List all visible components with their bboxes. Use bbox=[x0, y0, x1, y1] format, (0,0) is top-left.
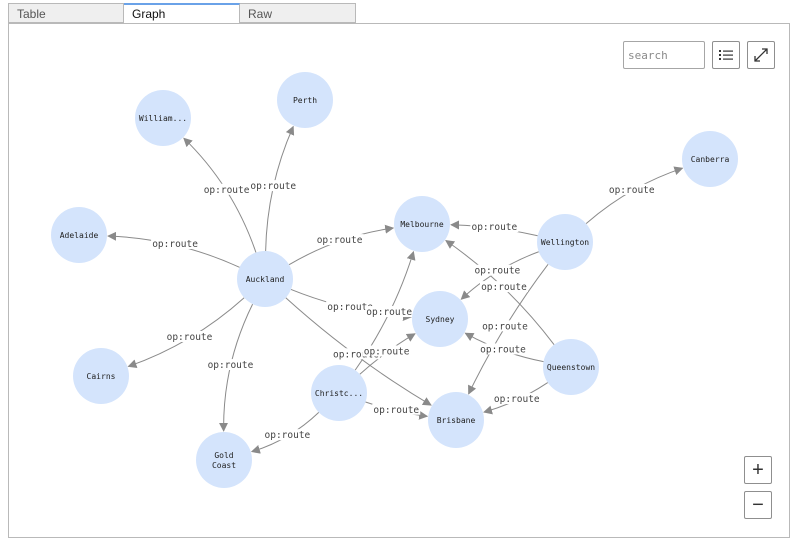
node-circle[interactable] bbox=[135, 90, 191, 146]
node-circle[interactable] bbox=[537, 214, 593, 270]
edge-label-background bbox=[151, 238, 200, 250]
node-label: Christc... bbox=[315, 389, 363, 398]
edge-label-background bbox=[331, 348, 380, 360]
node-label: Auckland bbox=[246, 275, 285, 284]
edge-label: op:route bbox=[333, 349, 379, 360]
node-label: Brisbane bbox=[437, 416, 476, 425]
node-circle[interactable] bbox=[237, 251, 293, 307]
graph-node-brisbane[interactable]: Brisbane bbox=[428, 392, 484, 448]
graph-node-christchurch[interactable]: Christc... bbox=[311, 365, 367, 421]
edge-label: op:route bbox=[364, 346, 410, 357]
edge-label: op:route bbox=[475, 266, 521, 277]
edge-label-background bbox=[206, 359, 255, 371]
edge-label-background bbox=[362, 345, 411, 357]
edge-label: op:route bbox=[152, 239, 198, 250]
node-circle[interactable] bbox=[428, 392, 484, 448]
edge-label-background bbox=[365, 306, 414, 318]
search-input[interactable] bbox=[623, 41, 705, 69]
zoom-out-button[interactable]: − bbox=[744, 491, 772, 519]
edge-label-background bbox=[473, 264, 522, 276]
edge-label-background bbox=[315, 234, 364, 246]
node-label: Sydney bbox=[426, 315, 455, 324]
tab-raw[interactable]: Raw bbox=[240, 3, 356, 23]
node-label: William... bbox=[139, 114, 187, 123]
edge-label: op:route bbox=[265, 430, 311, 441]
fullscreen-button[interactable] bbox=[747, 41, 775, 69]
tab-graph[interactable]: Graph bbox=[124, 3, 240, 24]
graph-nodes: Auckland William... PerthAdelaideCairnsGol… bbox=[51, 72, 738, 488]
list-icon bbox=[719, 50, 733, 60]
node-circle[interactable] bbox=[543, 339, 599, 395]
edge-label-background bbox=[263, 429, 312, 441]
graph-node-sydney[interactable]: Sydney bbox=[412, 291, 468, 347]
edge-label: op:route bbox=[327, 302, 373, 313]
edge-label: op:route bbox=[250, 181, 296, 192]
node-label: Wellington bbox=[541, 238, 589, 247]
edge-label-background bbox=[607, 183, 656, 195]
edge-label: op:route bbox=[482, 321, 528, 332]
tab-bar: Table Graph Raw bbox=[8, 3, 356, 24]
node-label: Melbourne bbox=[400, 220, 444, 229]
edge-label-background bbox=[480, 320, 529, 332]
edge-label: op:route bbox=[204, 185, 250, 196]
edge-label-background bbox=[492, 393, 541, 405]
edge-label-background bbox=[165, 330, 214, 342]
edge-label: op:route bbox=[366, 307, 412, 318]
node-circle[interactable] bbox=[412, 291, 468, 347]
graph-node-melbourne[interactable]: Melbourne bbox=[394, 196, 450, 252]
node-circle[interactable] bbox=[394, 196, 450, 252]
edge-label-background bbox=[326, 301, 375, 313]
edge-label-background bbox=[479, 281, 528, 293]
edge-label-background bbox=[372, 403, 421, 415]
tab-table[interactable]: Table bbox=[8, 3, 124, 23]
graph-node-queenstown[interactable]: Queenstown bbox=[543, 339, 599, 395]
edge-label: op:route bbox=[167, 332, 213, 343]
graph-node-adelaide[interactable]: Adelaide bbox=[51, 207, 107, 263]
zoom-in-button[interactable]: + bbox=[744, 456, 772, 484]
edge-label-background bbox=[249, 180, 298, 192]
node-circle[interactable] bbox=[277, 72, 333, 128]
edge-label: op:route bbox=[480, 344, 526, 355]
edge-label: op:route bbox=[317, 235, 363, 246]
graph-node-canberra[interactable]: Canberra bbox=[682, 131, 738, 187]
edge-label: op:route bbox=[373, 405, 419, 416]
graph-node-perth[interactable]: Perth bbox=[277, 72, 333, 128]
node-label: Adelaide bbox=[60, 231, 99, 240]
edge-label: op:route bbox=[494, 394, 540, 405]
graph-edge[interactable] bbox=[288, 224, 395, 266]
node-label: Perth bbox=[293, 96, 317, 105]
node-label: Queenstown bbox=[547, 363, 595, 372]
list-view-button[interactable] bbox=[712, 41, 740, 69]
graph-node-william[interactable]: William... bbox=[135, 90, 191, 146]
node-circle[interactable] bbox=[196, 432, 252, 488]
node-circle[interactable] bbox=[682, 131, 738, 187]
node-label: Canberra bbox=[691, 155, 730, 164]
graph-edges bbox=[107, 125, 684, 454]
edge-label: op:route bbox=[208, 360, 254, 371]
edge-label: op:route bbox=[471, 222, 517, 233]
node-circle[interactable] bbox=[311, 365, 367, 421]
edge-label-background bbox=[479, 343, 528, 355]
graph-node-cairns[interactable]: Cairns bbox=[73, 348, 129, 404]
edge-label: op:route bbox=[609, 185, 655, 196]
edge-label-background bbox=[470, 221, 519, 233]
node-circle[interactable] bbox=[51, 207, 107, 263]
graph-node-wellington[interactable]: Wellington bbox=[537, 214, 593, 270]
node-label: Cairns bbox=[87, 372, 116, 381]
expand-icon bbox=[754, 48, 768, 62]
edge-label: op:route bbox=[481, 282, 527, 293]
edge-label-background bbox=[202, 183, 251, 195]
node-circle[interactable] bbox=[73, 348, 129, 404]
graph-node-auckland[interactable]: Auckland bbox=[237, 251, 293, 307]
